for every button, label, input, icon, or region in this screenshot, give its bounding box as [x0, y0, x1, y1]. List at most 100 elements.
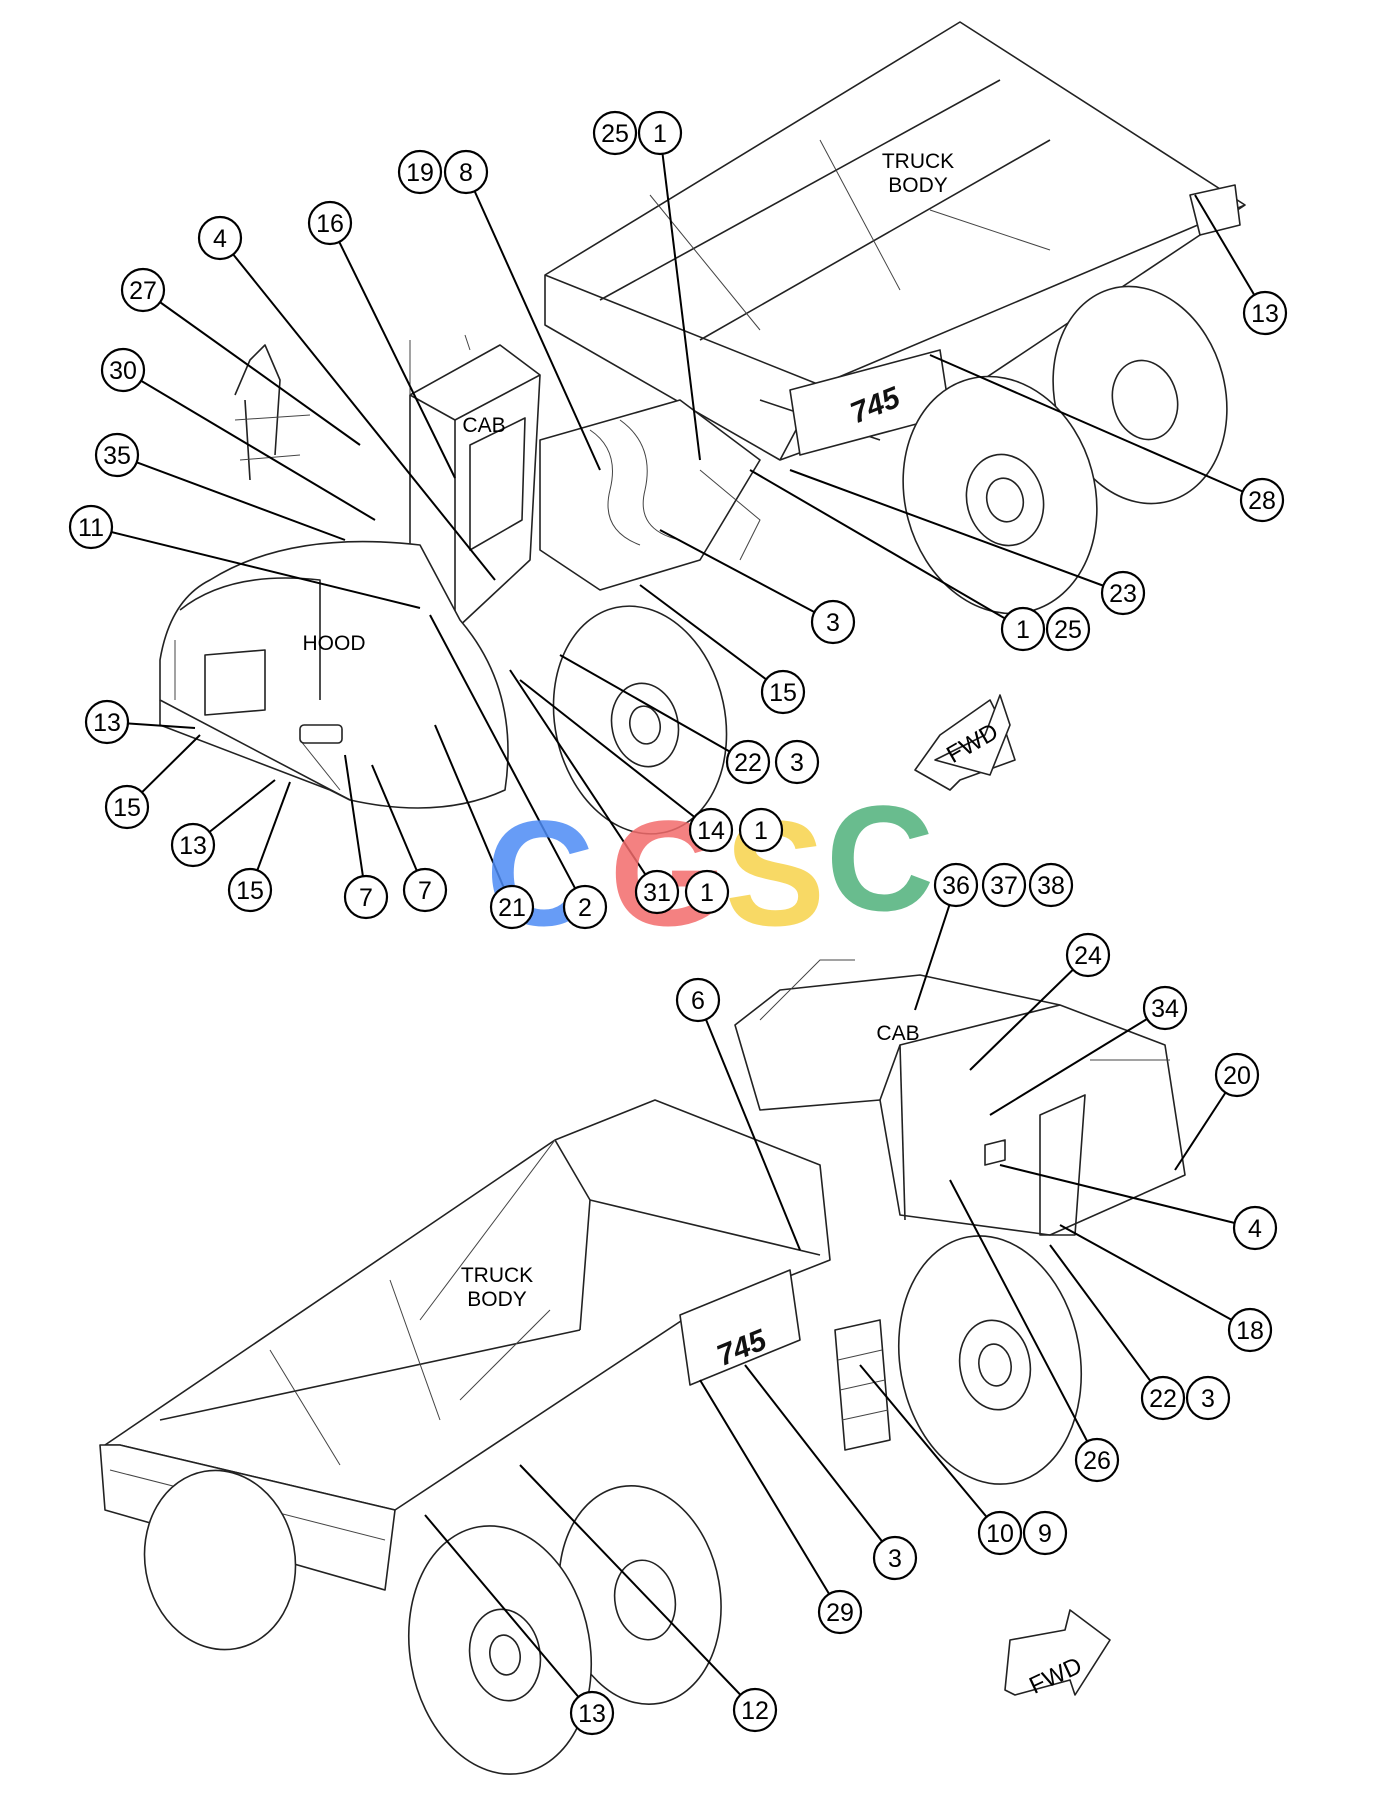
top-callout-number-29: 28 — [1248, 487, 1276, 515]
bottom-leader-11 — [949, 1179, 1098, 1461]
top-callout-9: 11 — [68, 504, 114, 550]
bottom-callout-6: 20 — [1214, 1052, 1260, 1098]
cab-bottom-outline — [734, 959, 1186, 1236]
top-callout-7: 30 — [100, 347, 146, 393]
bottom-callout-17: 13 — [569, 1690, 615, 1736]
bottom-callout-2: 38 — [1028, 862, 1074, 908]
bottom-callout-5: 34 — [1142, 985, 1188, 1031]
top-callout-number-25: 3 — [826, 609, 840, 637]
top-callout-22: 22 — [725, 739, 771, 785]
bottom-callout-number-2: 38 — [1037, 872, 1065, 900]
truck-body-label-bottom-1: TRUCK — [461, 1264, 533, 1287]
top-callout-21: 1 — [738, 807, 784, 853]
top-callout-20: 14 — [688, 807, 734, 853]
top-leader-15 — [371, 764, 426, 891]
truck-body-label-top-2: BODY — [888, 174, 948, 197]
top-callout-number-13: 15 — [236, 877, 264, 905]
top-callout-4: 16 — [307, 200, 353, 246]
top-callout-number-19: 1 — [700, 879, 714, 907]
top-callout-number-10: 13 — [93, 709, 121, 737]
bottom-callout-9: 22 — [1140, 1375, 1186, 1421]
top-callout-11: 15 — [104, 784, 150, 830]
top-callout-6: 27 — [120, 267, 166, 313]
bottom-callout-7: 4 — [1232, 1205, 1278, 1251]
bottom-callout-10: 3 — [1185, 1375, 1231, 1421]
top-callout-28: 23 — [1100, 570, 1146, 616]
top-callout-number-30: 13 — [1251, 300, 1279, 328]
bottom-callout-number-0: 36 — [942, 872, 970, 900]
top-callout-1: 1 — [637, 110, 683, 156]
top-leader-30 — [1194, 194, 1266, 314]
steps-bottom — [834, 1319, 891, 1451]
top-callout-number-14: 7 — [359, 884, 373, 912]
top-leader-7 — [122, 369, 376, 521]
top-leader-26 — [749, 469, 1024, 630]
bottom-callout-number-17: 13 — [578, 1700, 606, 1728]
bottom-callout-number-12: 10 — [986, 1520, 1014, 1548]
hood-label: HOOD — [303, 632, 366, 655]
top-leader-6 — [142, 289, 361, 446]
top-leader-14 — [344, 754, 367, 898]
top-callout-15: 7 — [402, 867, 448, 913]
top-callout-number-7: 30 — [109, 357, 137, 385]
bottom-callout-14: 3 — [872, 1535, 918, 1581]
top-callout-number-2: 19 — [406, 159, 434, 187]
bottom-callout-16: 12 — [732, 1687, 778, 1733]
bottom-callout-number-15: 29 — [826, 1599, 854, 1627]
top-callout-17: 2 — [562, 884, 608, 930]
bottom-callout-number-16: 12 — [741, 1697, 769, 1725]
bottom-callout-3: 6 — [675, 977, 721, 1023]
truck-body-top-outline — [544, 21, 1246, 461]
top-callout-number-18: 31 — [643, 879, 671, 907]
cab-label-top: CAB — [462, 414, 505, 437]
bottom-callout-12: 10 — [977, 1510, 1023, 1556]
top-callout-0: 25 — [592, 110, 638, 156]
top-callout-number-27: 25 — [1054, 616, 1082, 644]
cab-label-bottom: CAB — [876, 1022, 919, 1045]
rear-wheels-top — [902, 285, 1228, 615]
hitch-area-top — [539, 399, 761, 591]
bottom-callout-number-11: 26 — [1083, 1447, 1111, 1475]
bottom-leader-3 — [697, 999, 801, 1251]
top-callout-24: 15 — [760, 669, 806, 715]
bottom-callout-8: 18 — [1227, 1307, 1273, 1353]
top-callout-25: 3 — [810, 599, 856, 645]
front-wheel-bottom — [897, 1235, 1083, 1485]
bottom-callout-15: 29 — [817, 1589, 863, 1635]
truck-body-label-top-1: TRUCK — [882, 150, 954, 173]
top-leader-3 — [465, 171, 601, 471]
top-callout-19: 1 — [684, 869, 730, 915]
top-leader-22 — [559, 654, 749, 763]
top-callout-5: 4 — [197, 215, 243, 261]
bottom-callout-number-8: 18 — [1236, 1317, 1264, 1345]
top-callout-number-16: 21 — [498, 894, 526, 922]
top-callout-18: 31 — [634, 869, 680, 915]
top-callout-12: 13 — [170, 822, 216, 868]
front-wheel-top — [552, 605, 728, 835]
top-callout-number-5: 4 — [213, 225, 227, 253]
bottom-leader-7 — [999, 1164, 1256, 1229]
top-callout-30: 13 — [1242, 290, 1288, 336]
top-callout-8: 35 — [94, 432, 140, 478]
bottom-callout-number-5: 34 — [1151, 995, 1179, 1023]
top-callout-number-8: 35 — [103, 442, 131, 470]
bottom-leader-14 — [744, 1364, 896, 1559]
top-callout-13: 15 — [227, 867, 273, 913]
top-leader-1 — [659, 132, 701, 461]
top-leader-20 — [519, 679, 712, 831]
bottom-leader-5 — [989, 1007, 1166, 1116]
top-leader-25 — [659, 529, 834, 623]
top-leader-17 — [429, 614, 586, 908]
top-callout-number-4: 16 — [316, 210, 344, 238]
top-callout-number-24: 15 — [769, 679, 797, 707]
bottom-leader-4 — [969, 954, 1089, 1071]
bottom-leader-9 — [1049, 1244, 1164, 1399]
fwd-arrow-bottom: FWD — [1004, 1609, 1111, 1700]
top-leader-28 — [789, 469, 1124, 594]
top-callout-number-23: 3 — [790, 749, 804, 777]
hood-top-outline — [159, 540, 509, 809]
top-callout-number-26: 1 — [1016, 616, 1030, 644]
top-callout-number-28: 23 — [1109, 580, 1137, 608]
